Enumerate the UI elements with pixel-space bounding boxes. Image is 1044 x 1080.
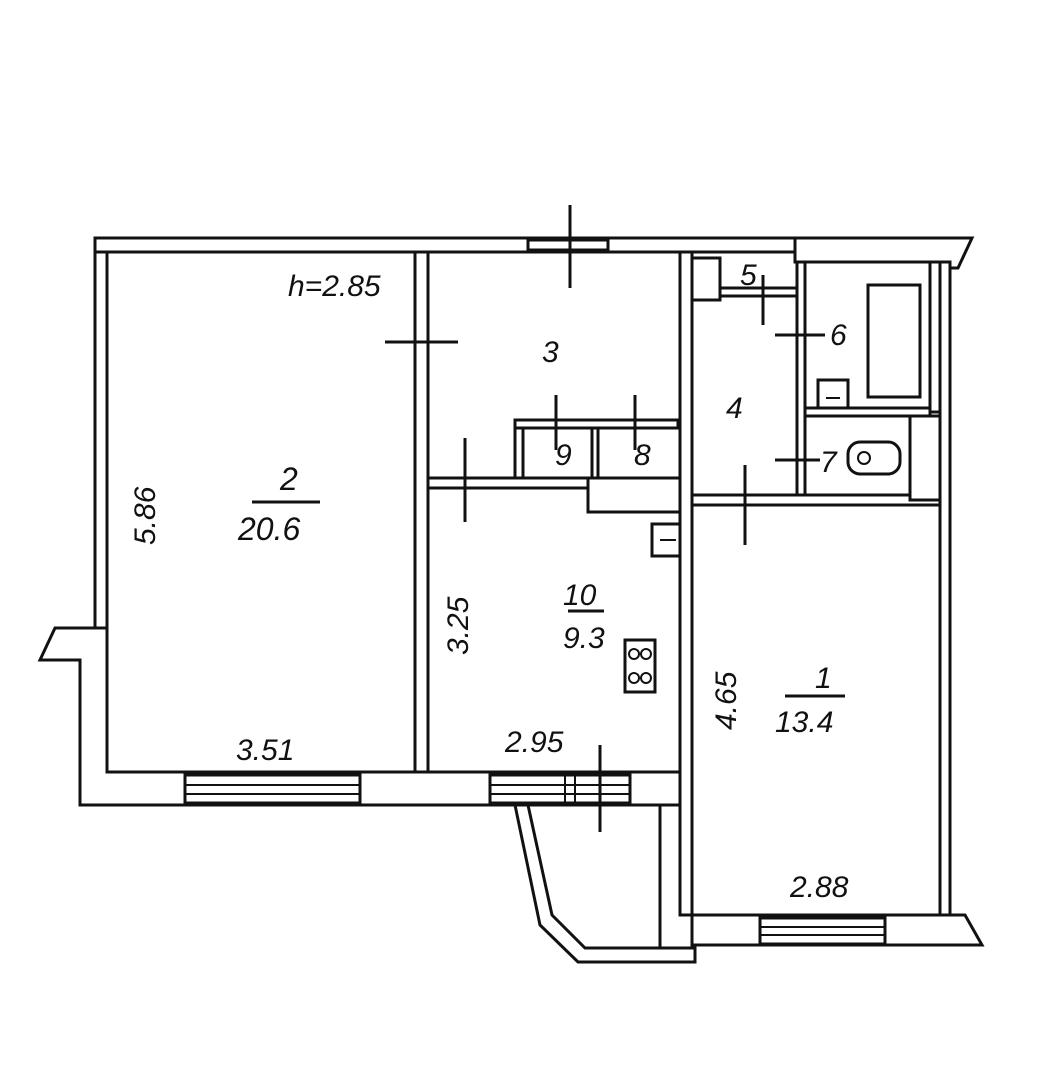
- room-2-length: 5.86: [129, 486, 162, 545]
- room-2-area: 20.6: [237, 511, 300, 547]
- room-1-number: 1: [815, 662, 832, 695]
- walls: [37, 236, 985, 947]
- room-1-width: 2.88: [789, 871, 849, 904]
- room-6-number: 6: [830, 319, 847, 352]
- kitchen-width: 2.95: [504, 726, 564, 759]
- door-markers: [252, 205, 845, 832]
- stove-icon: [623, 638, 657, 694]
- kitchen-sink-icon: [650, 522, 682, 558]
- kitchen-length: 3.25: [442, 596, 475, 655]
- room-2-number: 2: [279, 461, 298, 497]
- room-7-number: 7: [820, 446, 838, 479]
- room-10-number: 10: [563, 579, 597, 612]
- balcony: [513, 803, 697, 964]
- sink-icon: [816, 378, 850, 410]
- room-8-number: 8: [634, 439, 651, 472]
- room-2-width: 3.51: [236, 734, 294, 767]
- room-9-number: 9: [555, 439, 572, 472]
- ceiling-height-label: h=2.85: [288, 270, 381, 303]
- toilet-icon: [846, 440, 902, 476]
- room-1-area: 13.4: [775, 706, 833, 739]
- bathtub-icon: [866, 283, 922, 399]
- room-1-length: 4.65: [710, 671, 743, 730]
- room-4-number: 4: [726, 392, 743, 425]
- room-3-number: 3: [542, 336, 559, 369]
- room-5-number: 5: [740, 259, 757, 292]
- room-10-area: 9.3: [563, 622, 605, 655]
- windows: [183, 238, 887, 946]
